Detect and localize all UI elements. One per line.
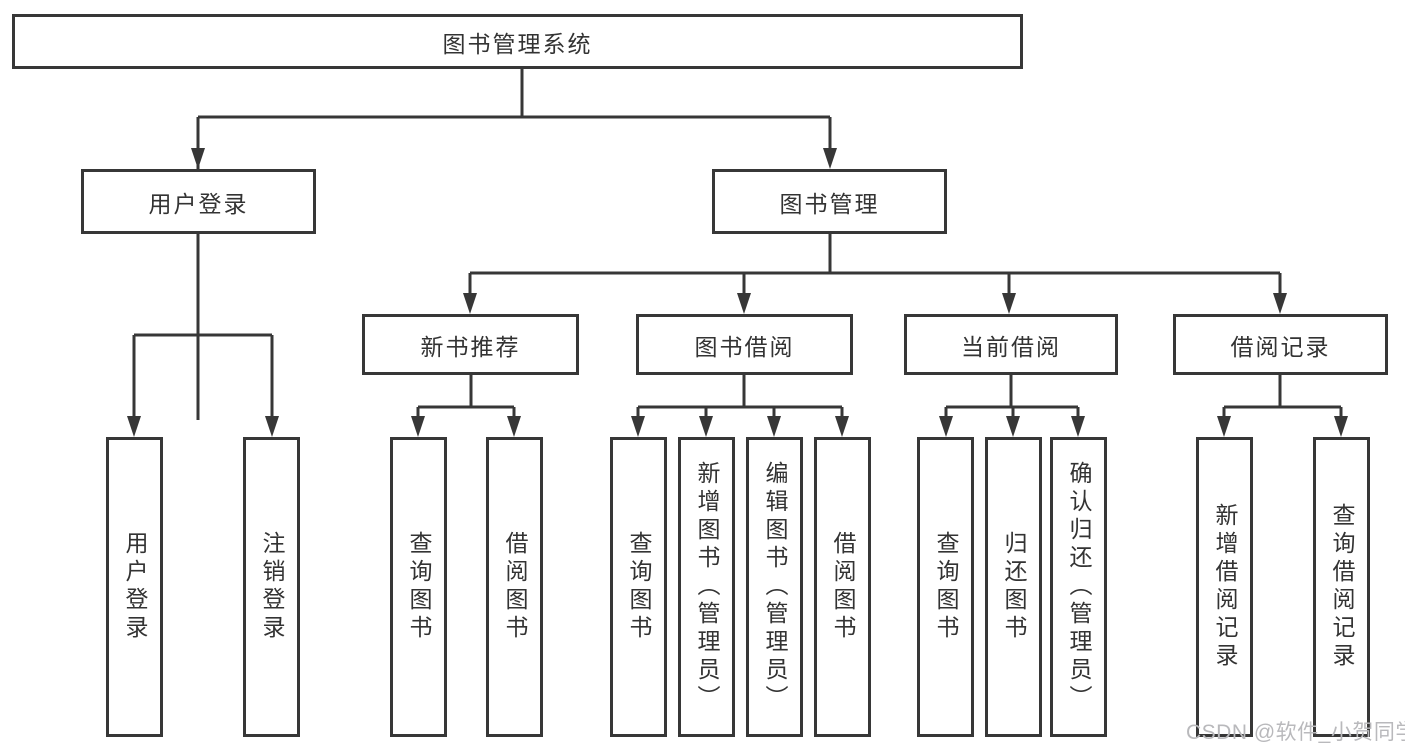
node-current-borrowing: 当前借阅 [904, 314, 1118, 375]
arrow-down-icons [127, 148, 1348, 437]
leaf-label: 借阅图书 [830, 531, 856, 643]
leaf-add-borrow-record: 新增借阅记录 [1196, 437, 1253, 737]
leaf-query-books-current: 查询图书 [917, 437, 974, 737]
leaf-logout: 注销登录 [243, 437, 300, 737]
leaf-label: 查询借阅记录 [1329, 503, 1355, 671]
arrow-down-icon [699, 416, 713, 437]
arrow-down-icon [835, 416, 849, 437]
node-label: 图书借阅 [694, 333, 795, 360]
node-borrowing-records: 借阅记录 [1173, 314, 1388, 375]
node-root-library-system: 图书管理系统 [12, 14, 1023, 69]
node-label: 图书管理 [779, 190, 880, 217]
arrow-down-icon [1334, 416, 1348, 437]
leaf-label: 新增图书（管理员） [694, 461, 720, 713]
leaf-label: 查询图书 [933, 531, 959, 643]
arrow-down-icon [191, 148, 205, 169]
node-label: 图书管理系统 [442, 30, 593, 57]
node-book-management: 图书管理 [712, 169, 947, 234]
arrow-down-icon [737, 293, 751, 314]
leaf-label: 编辑图书（管理员） [762, 461, 788, 713]
leaf-label: 确认归还（管理员） [1066, 461, 1092, 713]
arrow-down-icon [127, 416, 141, 437]
node-new-book-recommend: 新书推荐 [362, 314, 579, 375]
node-label: 新书推荐 [420, 333, 521, 360]
leaf-user-login: 用户登录 [106, 437, 163, 737]
leaf-confirm-return-admin: 确认归还（管理员） [1050, 437, 1107, 737]
arrow-down-icon [939, 416, 953, 437]
node-book-borrowing: 图书借阅 [636, 314, 853, 375]
arrow-down-icon [1006, 416, 1020, 437]
arrow-down-icon [265, 416, 279, 437]
leaf-query-books-borrowing: 查询图书 [610, 437, 667, 737]
leaf-label: 用户登录 [122, 531, 148, 643]
leaf-borrow-books-recommend: 借阅图书 [486, 437, 543, 737]
leaf-edit-books-admin: 编辑图书（管理员） [746, 437, 803, 737]
arrow-down-icon [463, 293, 477, 314]
arrow-down-icon [1002, 293, 1016, 314]
arrow-down-icon [1273, 293, 1287, 314]
arrow-down-icon [767, 416, 781, 437]
node-label: 借阅记录 [1230, 333, 1331, 360]
leaf-label: 注销登录 [259, 531, 285, 643]
leaf-label: 新增借阅记录 [1212, 503, 1238, 671]
leaf-label: 查询图书 [626, 531, 652, 643]
arrow-down-icon [411, 416, 425, 437]
arrow-down-icon [507, 416, 521, 437]
arrow-down-icon [1071, 416, 1085, 437]
leaf-label: 查询图书 [406, 531, 432, 643]
leaf-borrow-books: 借阅图书 [814, 437, 871, 737]
node-label: 用户登录 [148, 190, 249, 217]
csdn-watermark: CSDN @软件_小贺同学 [1186, 721, 1405, 744]
leaf-return-books: 归还图书 [985, 437, 1042, 737]
arrow-down-icon [631, 416, 645, 437]
node-user-login: 用户登录 [81, 169, 316, 234]
node-label: 当前借阅 [961, 333, 1061, 360]
arrow-down-icon [823, 148, 837, 169]
leaf-add-books-admin: 新增图书（管理员） [678, 437, 735, 737]
arrow-down-icon [1217, 416, 1231, 437]
leaf-label: 借阅图书 [502, 531, 528, 643]
leaf-query-borrow-record: 查询借阅记录 [1313, 437, 1370, 737]
leaf-query-books-recommend: 查询图书 [390, 437, 447, 737]
leaf-label: 归还图书 [1001, 531, 1027, 643]
